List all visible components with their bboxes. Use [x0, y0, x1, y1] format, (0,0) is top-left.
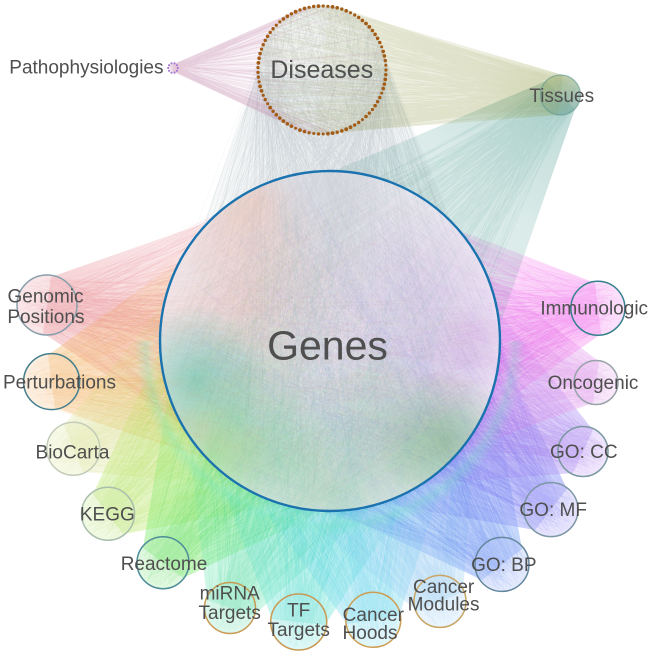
svg-text:Targets: Targets — [268, 620, 330, 641]
svg-text:miRNA: miRNA — [200, 584, 260, 605]
svg-text:BioCarta: BioCarta — [36, 443, 110, 464]
svg-text:Cancer: Cancer — [343, 605, 405, 626]
svg-text:Genes: Genes — [267, 323, 388, 369]
svg-text:Perturbations: Perturbations — [3, 373, 116, 394]
svg-text:Cancer: Cancer — [413, 577, 475, 598]
svg-text:GO: CC: GO: CC — [550, 442, 618, 463]
svg-text:Pathophysiologies: Pathophysiologies — [9, 58, 163, 79]
svg-text:Tissues: Tissues — [529, 86, 594, 107]
svg-text:Reactome: Reactome — [121, 554, 208, 575]
svg-text:Positions: Positions — [7, 307, 84, 328]
svg-text:Modules: Modules — [408, 594, 480, 615]
svg-text:TF: TF — [287, 600, 310, 621]
svg-text:GO: BP: GO: BP — [471, 555, 536, 576]
svg-text:Genomic: Genomic — [7, 286, 83, 307]
svg-text:Diseases: Diseases — [270, 56, 373, 84]
svg-text:Targets: Targets — [199, 603, 261, 624]
svg-text:GO: MF: GO: MF — [519, 500, 587, 521]
svg-text:Hoods: Hoods — [343, 623, 398, 644]
svg-text:KEGG: KEGG — [80, 505, 135, 526]
svg-text:Immunologic: Immunologic — [540, 299, 648, 320]
svg-text:Oncogenic: Oncogenic — [548, 373, 639, 394]
